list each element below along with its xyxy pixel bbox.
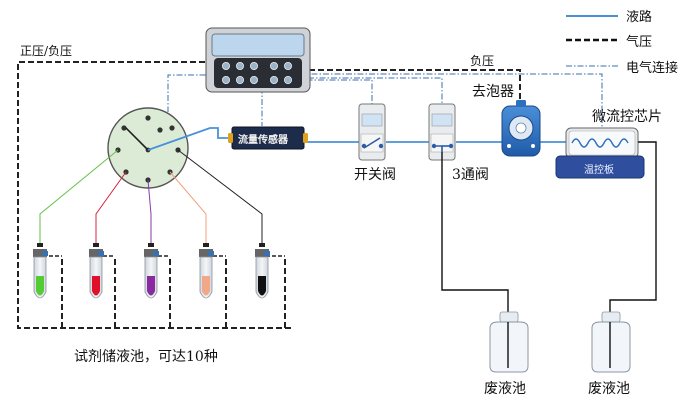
waste-bottle-1	[489, 311, 529, 373]
reservoir-black	[255, 243, 270, 299]
controller-unit	[205, 27, 311, 93]
legend-gas-label: 气压	[626, 35, 653, 50]
liquid-path	[147, 127, 566, 151]
switch-valve	[358, 103, 386, 161]
microfluidic-chip	[565, 127, 639, 159]
reservoir-peach	[199, 243, 214, 299]
legend-liquid-label: 液路	[626, 10, 653, 25]
reagent-reservoirs	[33, 243, 270, 299]
flow-sensor-label: 流量传感器	[238, 135, 288, 146]
rotary-selector-valve	[107, 107, 189, 189]
debubbler-pump	[501, 100, 541, 157]
microfluidic-chip-label: 微流控芯片	[592, 109, 662, 125]
reservoir-tubing	[39, 149, 263, 244]
temp-plate-label: 温控板	[584, 165, 614, 176]
three-way-valve	[428, 103, 456, 161]
waste-2-label: 废液池	[588, 381, 630, 397]
legend-electric-label: 电气连接	[626, 61, 679, 76]
waste-bottle-2	[591, 311, 631, 373]
waste-1-label: 废液池	[484, 381, 526, 397]
pressure-neg-label: 负压	[470, 54, 495, 68]
switch-valve-label: 开关阀	[354, 167, 396, 183]
reservoir-green	[33, 243, 48, 299]
negative-pressure-line	[300, 69, 521, 103]
reservoir-caption: 试剂储液池，可达10种	[74, 349, 218, 365]
pressure-pos-neg-label: 正压/负压	[20, 44, 73, 58]
debubbler-label: 去泡器	[472, 84, 514, 100]
flow-sensor	[228, 126, 308, 150]
temperature-control-plate	[555, 155, 645, 179]
reservoir-red	[89, 243, 104, 299]
reservoir-purple	[144, 243, 159, 299]
gas-pressure-loop	[17, 61, 292, 329]
three-way-valve-label: 3通阀	[452, 167, 489, 183]
